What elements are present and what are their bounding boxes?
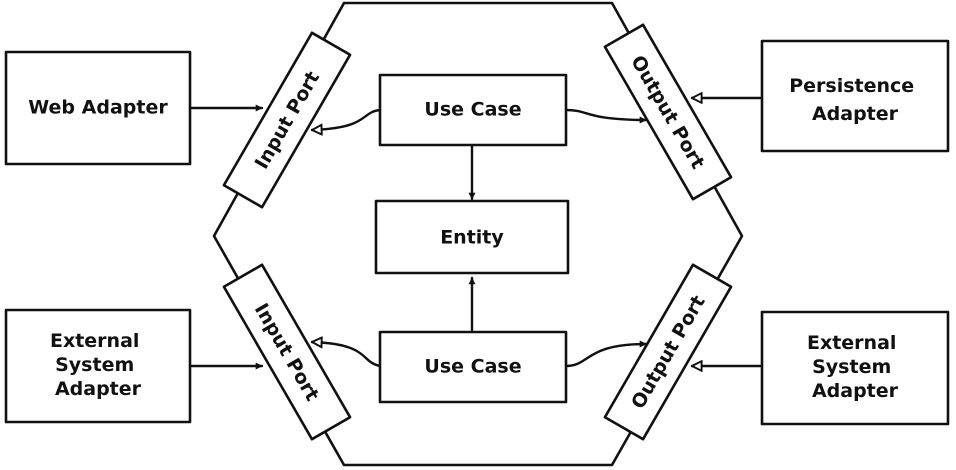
edge-use-case-top-to-input-port [312, 108, 382, 130]
use-case-bottom-label: Use Case [424, 356, 521, 378]
persistence-adapter[interactable]: Persistence Adapter [760, 39, 950, 153]
external-system-adapter-left[interactable]: External System Adapter [4, 308, 192, 424]
entity-label: Entity [440, 227, 504, 249]
use-case-top[interactable]: Use Case [378, 73, 568, 147]
edge-use-case-bottom-to-output-port [564, 340, 648, 368]
use-case-bottom[interactable]: Use Case [378, 330, 568, 404]
external-system-adapter-left-label: External System Adapter [50, 330, 146, 400]
entity[interactable]: Entity [374, 199, 570, 275]
web-adapter[interactable]: Web Adapter [4, 50, 192, 166]
web-adapter-label: Web Adapter [28, 97, 168, 119]
input-port-bottom[interactable]: Input Port [222, 263, 352, 441]
external-system-adapter-right-label: External System Adapter [807, 332, 903, 402]
edges [188, 98, 764, 368]
output-port-top[interactable]: Output Port [603, 23, 733, 201]
output-port-bottom[interactable]: Output Port [603, 263, 733, 441]
persistence-adapter-label: Persistence Adapter [789, 75, 921, 125]
external-system-adapter-right[interactable]: External System Adapter [760, 310, 950, 426]
application-hexagon [212, 1, 744, 467]
edge-use-case-bottom-to-input-port [312, 342, 382, 368]
edge-use-case-top-to-output-port [564, 108, 648, 124]
input-port-top[interactable]: Input Port [222, 31, 352, 209]
use-case-top-label: Use Case [424, 99, 521, 121]
